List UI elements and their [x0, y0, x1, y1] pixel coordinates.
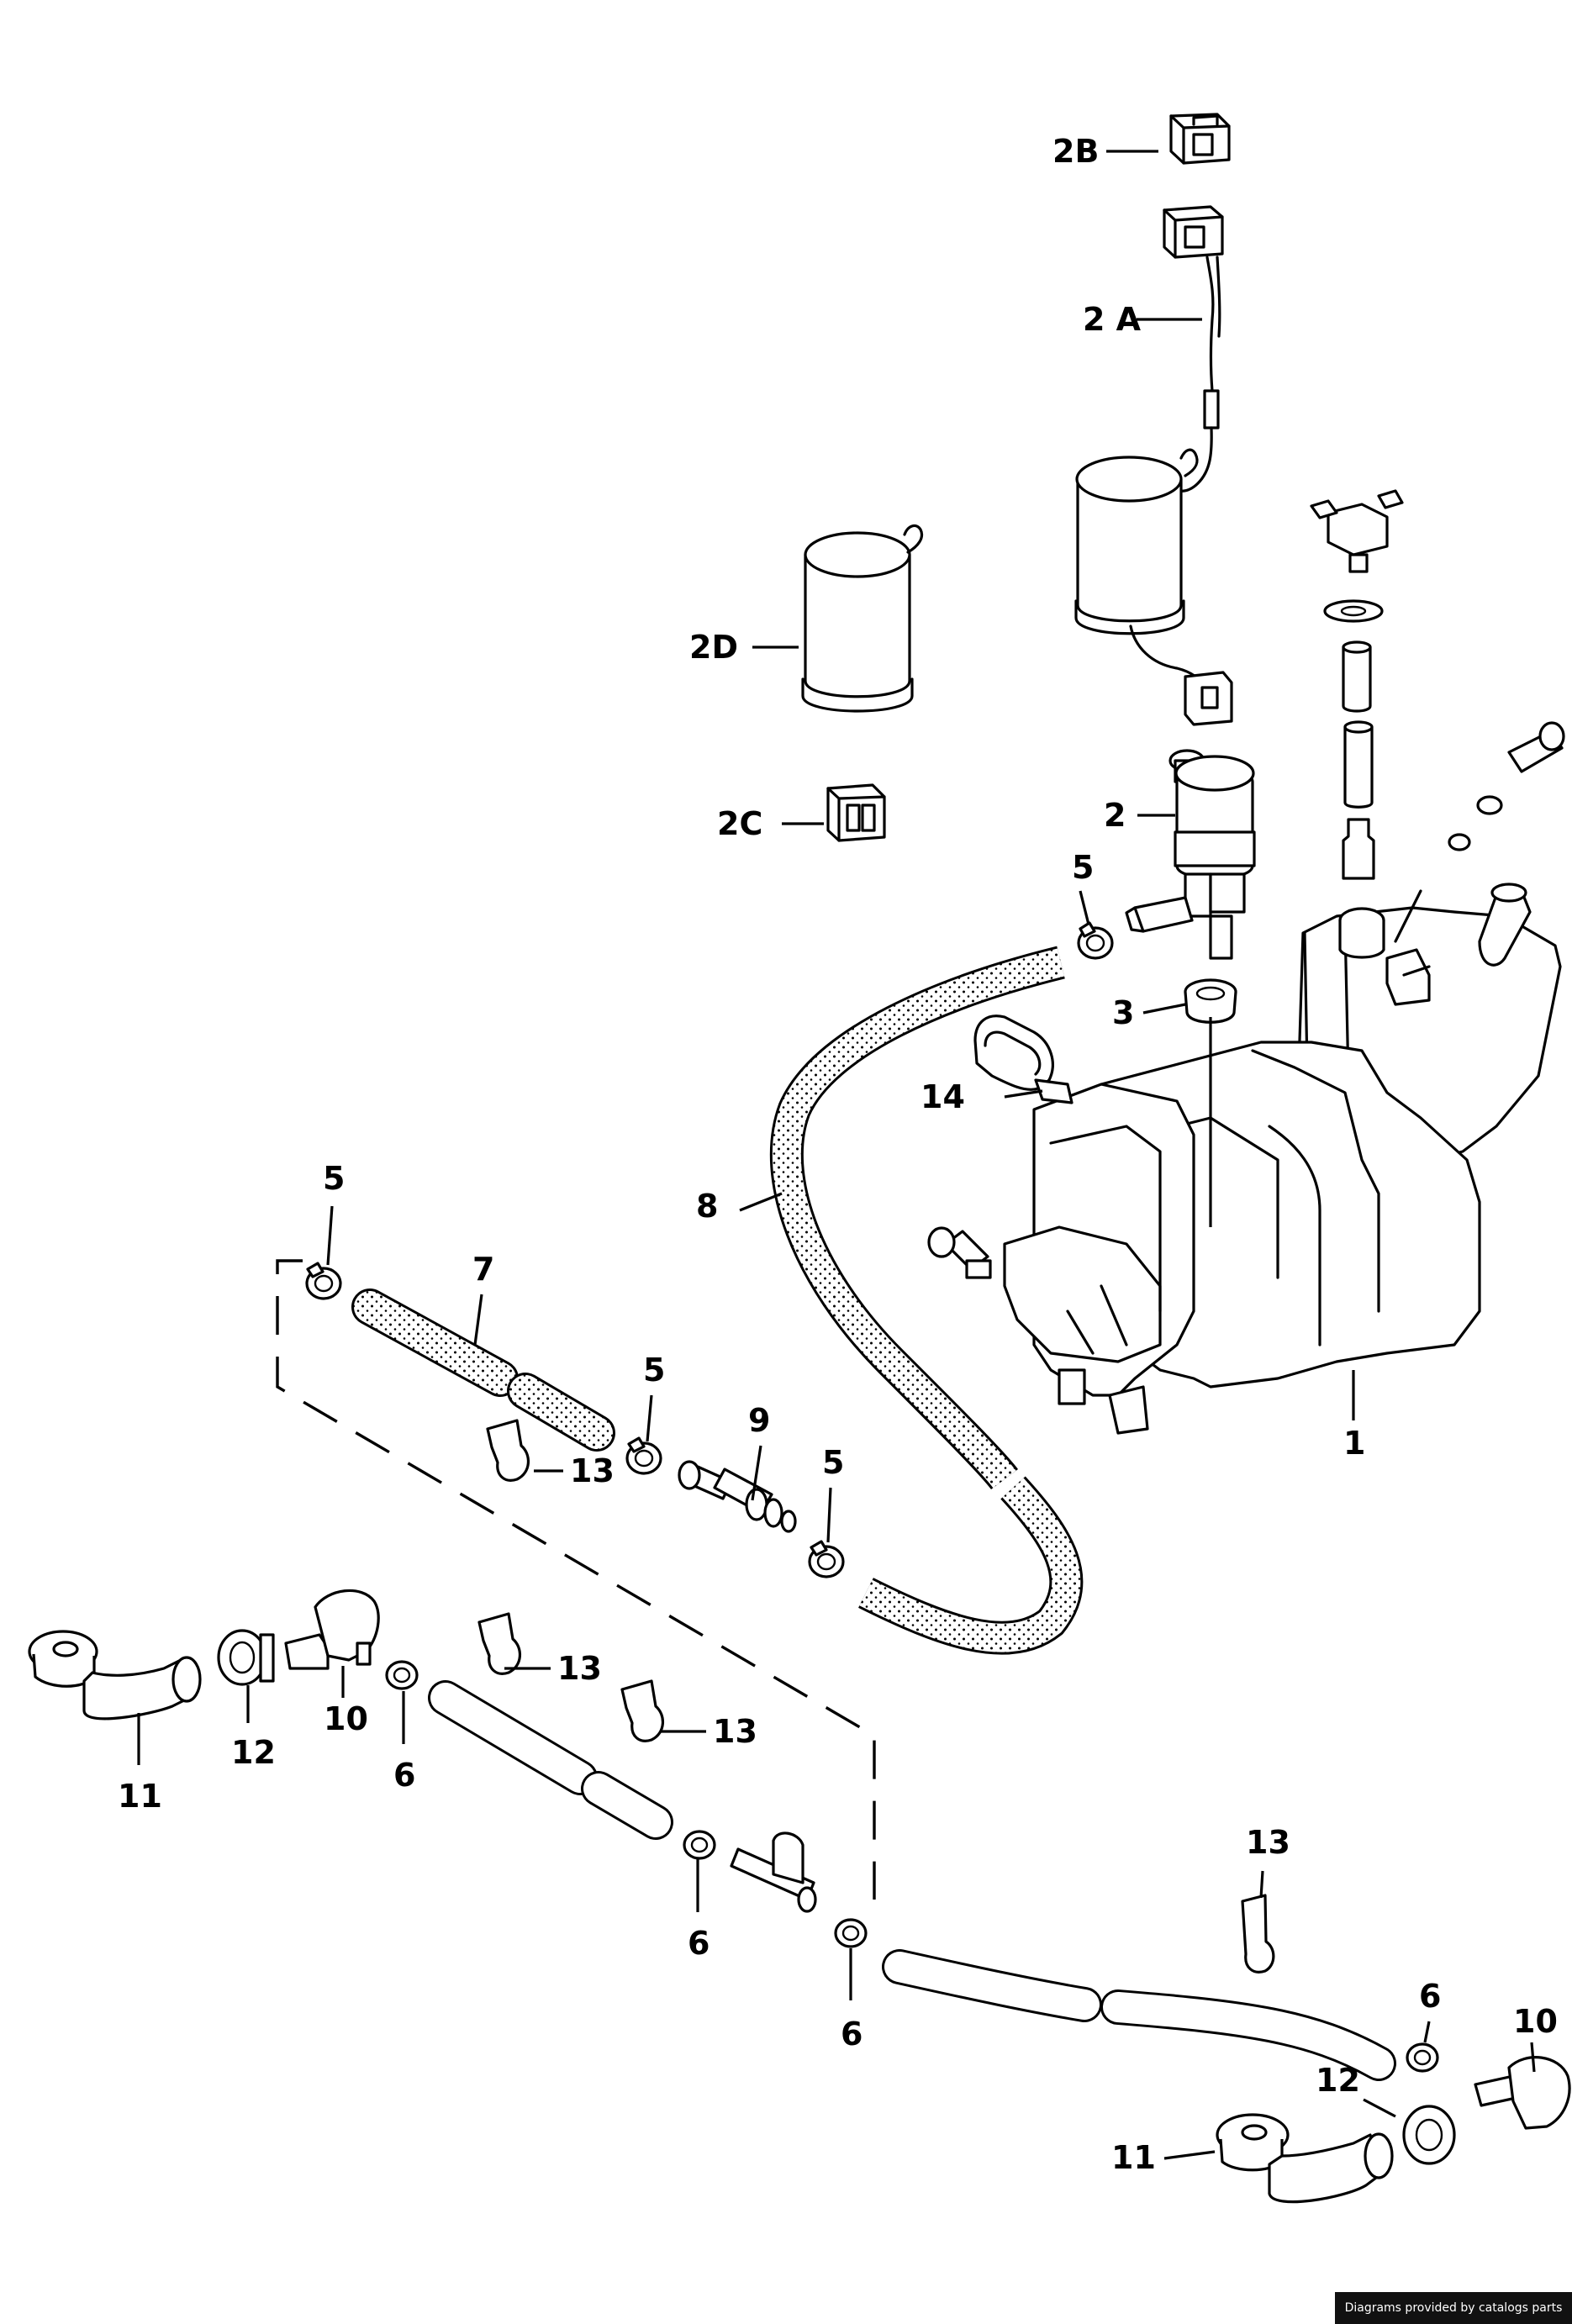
grommet-3	[1184, 978, 1237, 1024]
callout-10-right: 10	[1513, 2003, 1558, 2040]
screw-left	[927, 1226, 992, 1279]
clamp-6-d	[1406, 2042, 1439, 2073]
callout-14: 14	[921, 1078, 965, 1115]
callout-13-d: 13	[1246, 1824, 1290, 1861]
callout-6-d: 6	[1419, 1978, 1441, 2015]
callout-1: 1	[1343, 1425, 1365, 1462]
callout-11-right: 11	[1111, 2139, 1156, 2176]
callout-12-left: 12	[231, 1734, 276, 1771]
callout-5-mid: 5	[643, 1352, 665, 1389]
tee-connector	[730, 1831, 817, 1913]
callout-7: 7	[472, 1251, 494, 1288]
nozzle-11-left	[28, 1630, 202, 1721]
clamp-5-mid	[625, 1436, 662, 1475]
callout-13-b: 13	[557, 1650, 602, 1687]
washer-pump-2	[1125, 749, 1256, 960]
callout-2c: 2C	[717, 805, 762, 842]
callout-12-right: 12	[1316, 2062, 1360, 2099]
clip-13-b	[477, 1612, 521, 1675]
callout-2a: 2 A	[1083, 301, 1142, 338]
hose-lower-right	[882, 1949, 1396, 2081]
credit-banner: Diagrams provided by catalogs parts	[1335, 2292, 1572, 2324]
callout-10-left: 10	[324, 1700, 368, 1737]
hose-lower-left	[428, 1680, 673, 1840]
clamp-6-a	[385, 1660, 419, 1690]
harness-2a	[1163, 205, 1224, 493]
callout-6-a: 6	[393, 1757, 415, 1794]
hose-8	[769, 946, 1084, 1655]
callout-6-c: 6	[841, 2016, 862, 2053]
callout-5-top: 5	[1072, 849, 1094, 886]
callout-8: 8	[696, 1188, 718, 1225]
callout-2d: 2D	[689, 629, 738, 666]
check-valve-9	[678, 1460, 797, 1533]
connector-2b	[1169, 113, 1231, 165]
nut-12-left	[217, 1629, 275, 1686]
connector-2c	[826, 783, 886, 842]
callout-13-c: 13	[713, 1713, 757, 1750]
washer-reservoir-1	[1003, 883, 1562, 1435]
clamp-6-b	[683, 1830, 716, 1860]
pump-motor-upper	[1074, 448, 1233, 726]
pump-housing-2d	[801, 524, 924, 713]
nut-12-right	[1402, 2105, 1456, 2165]
clamp-5-left	[305, 1262, 342, 1300]
clip-13-a	[486, 1419, 530, 1482]
elbow-10-right	[1474, 2056, 1571, 2130]
callout-2b: 2B	[1052, 133, 1099, 170]
clamp-5-top	[1077, 921, 1114, 960]
bracket-14	[973, 1014, 1073, 1104]
leader-lines	[137, 150, 1536, 2160]
clip-13-d	[1241, 1894, 1275, 1974]
callout-3: 3	[1112, 994, 1134, 1031]
screw-upper-right	[1448, 721, 1565, 851]
level-sensor-column	[1310, 489, 1404, 880]
callout-6-b: 6	[688, 1925, 710, 1962]
callout-5-left: 5	[323, 1160, 345, 1197]
clip-13-c	[620, 1679, 664, 1742]
callout-11-left: 11	[118, 1778, 162, 1815]
callout-2: 2	[1104, 797, 1126, 834]
clamp-6-c	[834, 1918, 868, 1948]
clamp-5-right	[808, 1540, 845, 1578]
callout-5-right: 5	[822, 1444, 844, 1481]
callout-13-a: 13	[570, 1452, 615, 1489]
dashed-guide	[276, 1259, 876, 1900]
callout-9: 9	[748, 1402, 770, 1439]
nozzle-11-right	[1216, 2113, 1394, 2204]
elbow-10-left	[284, 1589, 380, 1670]
hose-7	[351, 1288, 615, 1452]
